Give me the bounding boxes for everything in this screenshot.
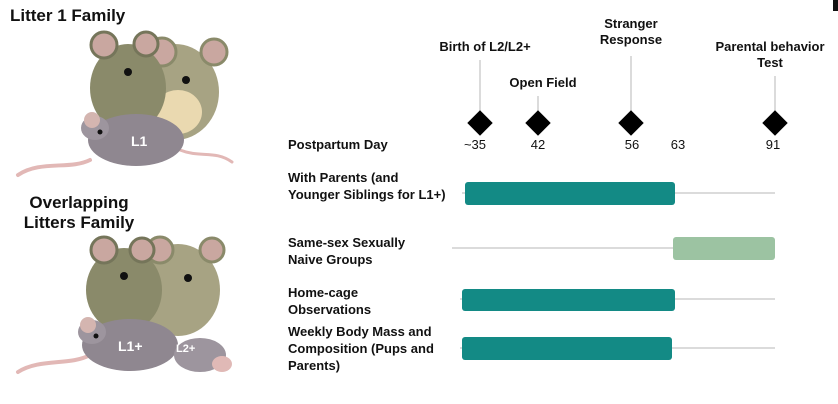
l2plus-pup-label: L2+	[176, 343, 195, 355]
row-bar-same-sex-groups	[673, 237, 775, 260]
day-tick: ~35	[455, 137, 495, 152]
row-bar-with-parents	[465, 182, 675, 205]
day-tick: 42	[518, 137, 558, 152]
overlap-mice: L1+ L2+	[18, 237, 232, 372]
l1-pup-label: L1	[131, 133, 148, 149]
row-label-home-cage: Home-cage Observations	[288, 284, 408, 318]
event-label-parental: Parental behavior Test	[706, 39, 834, 71]
event-diamond	[762, 110, 787, 135]
event-diamond	[467, 110, 492, 135]
event-diamond	[525, 110, 550, 135]
event-label-open-field: Open Field	[498, 75, 588, 91]
row-bar-home-cage	[462, 289, 675, 311]
row-label-same-sex: Same-sex Sexually Naive Groups	[288, 234, 433, 268]
row-label-with-parents: With Parents (and Younger Siblings for L…	[288, 169, 448, 203]
event-label-birth: Birth of L2/L2+	[430, 39, 540, 55]
day-tick: 56	[612, 137, 652, 152]
event-label-stranger: Stranger Response	[593, 16, 669, 48]
row-bar-body-mass	[462, 337, 672, 360]
axis-label-postpartum-day: Postpartum Day	[288, 136, 456, 153]
litter1-mice: L1	[18, 32, 232, 175]
day-tick: 63	[658, 137, 698, 152]
l1plus-pup-label: L1+	[118, 338, 143, 354]
day-tick: 91	[753, 137, 793, 152]
event-diamond	[618, 110, 643, 135]
timeline-rows	[452, 182, 775, 360]
row-label-body-mass: Weekly Body Mass and Composition (Pups a…	[288, 323, 453, 374]
